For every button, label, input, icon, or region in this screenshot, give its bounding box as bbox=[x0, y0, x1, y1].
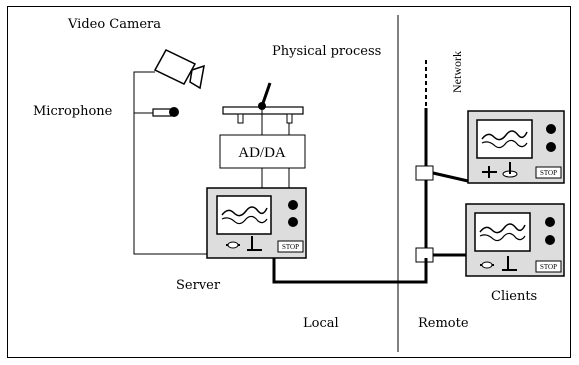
video-camera-icon bbox=[153, 49, 205, 90]
physical-process-icon bbox=[222, 82, 304, 135]
client-device-1: STOP bbox=[467, 110, 565, 184]
physical-process-label: Physical process bbox=[272, 44, 382, 59]
server-network-link bbox=[272, 258, 428, 284]
server-device: STOP bbox=[206, 187, 307, 259]
microphone-icon bbox=[152, 107, 179, 117]
local-label: Local bbox=[303, 316, 339, 331]
camera-wire bbox=[133, 71, 207, 255]
remote-label: Remote bbox=[418, 316, 469, 331]
client1-connector bbox=[415, 165, 434, 181]
client1-stop-button: STOP bbox=[540, 169, 557, 177]
video-camera-label: Video Camera bbox=[68, 17, 161, 32]
client1-link bbox=[432, 171, 469, 183]
client-device-2: STOP bbox=[465, 203, 565, 277]
server-label: Server bbox=[176, 278, 221, 293]
diagram-frame bbox=[7, 6, 571, 358]
ad-da-box bbox=[219, 134, 306, 169]
microphone-label: Microphone bbox=[33, 104, 113, 119]
ad-da-label: AD/DA bbox=[238, 145, 286, 161]
server-stop-button: STOP bbox=[282, 243, 299, 251]
network-label: Network bbox=[450, 51, 464, 93]
clients-label: Clients bbox=[491, 289, 538, 304]
client2-stop-button: STOP bbox=[540, 263, 557, 271]
